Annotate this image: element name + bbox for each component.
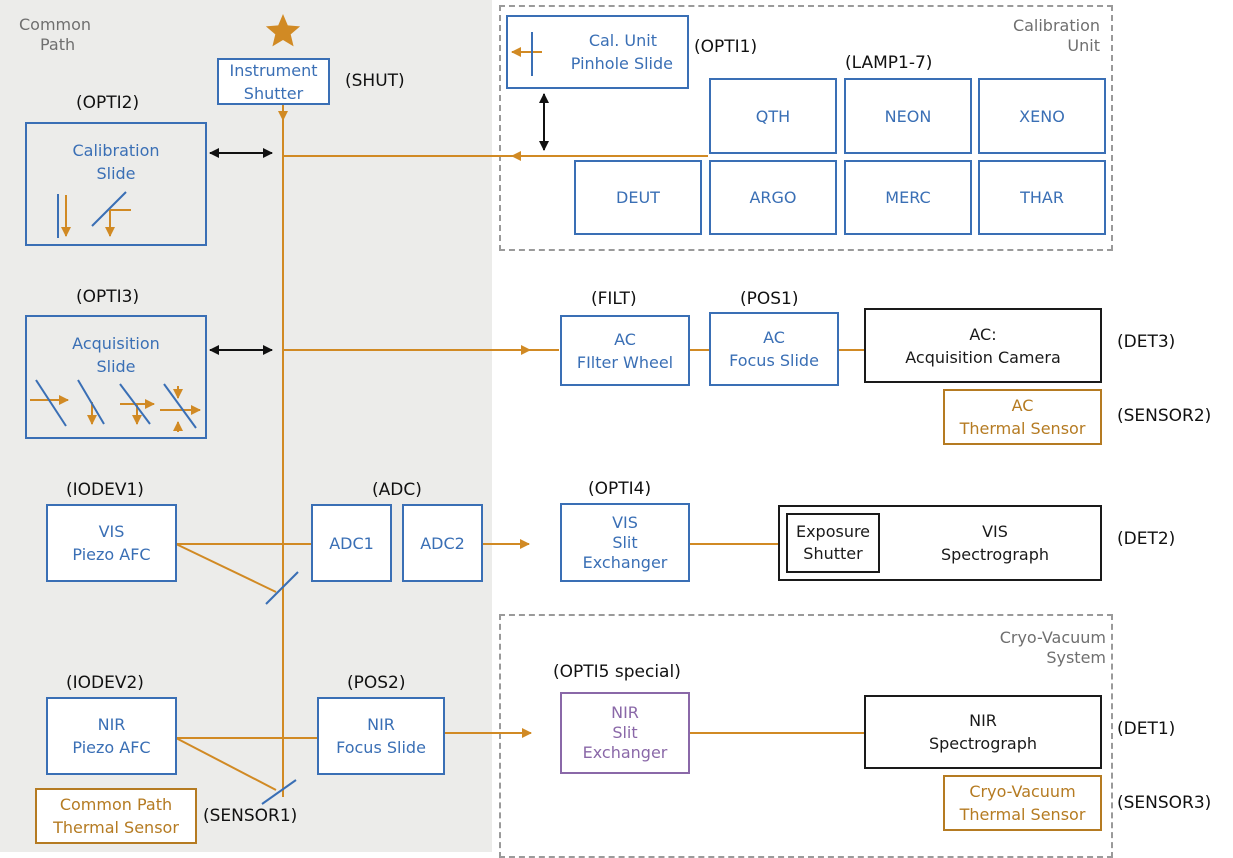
tag-det2: (DET2) (1117, 529, 1176, 549)
tag-lamp: (LAMP1-7) (845, 53, 933, 73)
tag-shut: (SHUT) (345, 71, 405, 91)
tag-adc: (ADC) (372, 480, 422, 500)
lamp-neon-box: NEON (844, 78, 972, 154)
lamp-deut-box: DEUT (574, 160, 702, 235)
tag-filt: (FILT) (591, 289, 637, 309)
light-source-star-icon (265, 14, 301, 47)
tag-sensor3: (SENSOR3) (1117, 793, 1212, 813)
lamp-thar-box: THAR (978, 160, 1106, 235)
tag-iodev1: (IODEV1) (66, 480, 144, 500)
adc1-box: ADC1 (311, 504, 392, 582)
tag-det1: (DET1) (1117, 719, 1176, 739)
tag-det3: (DET3) (1117, 332, 1176, 352)
lamp-xeno-box: XENO (978, 78, 1106, 154)
tag-iodev2: (IODEV2) (66, 673, 144, 693)
tag-opti1: (OPTI1) (694, 37, 758, 57)
adc2-box: ADC2 (402, 504, 483, 582)
calibration-unit-region (499, 5, 1113, 251)
tag-opti4: (OPTI4) (588, 479, 652, 499)
tag-opti5: (OPTI5 special) (553, 662, 681, 682)
tag-pos2: (POS2) (347, 673, 406, 693)
tag-pos1: (POS1) (740, 289, 799, 309)
acquisition-camera-box: AC:Acquisition Camera (864, 308, 1102, 383)
lamp-argo-box: ARGO (709, 160, 837, 235)
lamp-qth-box: QTH (709, 78, 837, 154)
tag-opti3: (OPTI3) (76, 287, 140, 307)
tag-sensor1: (SENSOR1) (203, 806, 298, 826)
lamp-merc-box: MERC (844, 160, 972, 235)
tag-opti2: (OPTI2) (76, 93, 140, 113)
tag-sensor2: (SENSOR2) (1117, 406, 1212, 426)
